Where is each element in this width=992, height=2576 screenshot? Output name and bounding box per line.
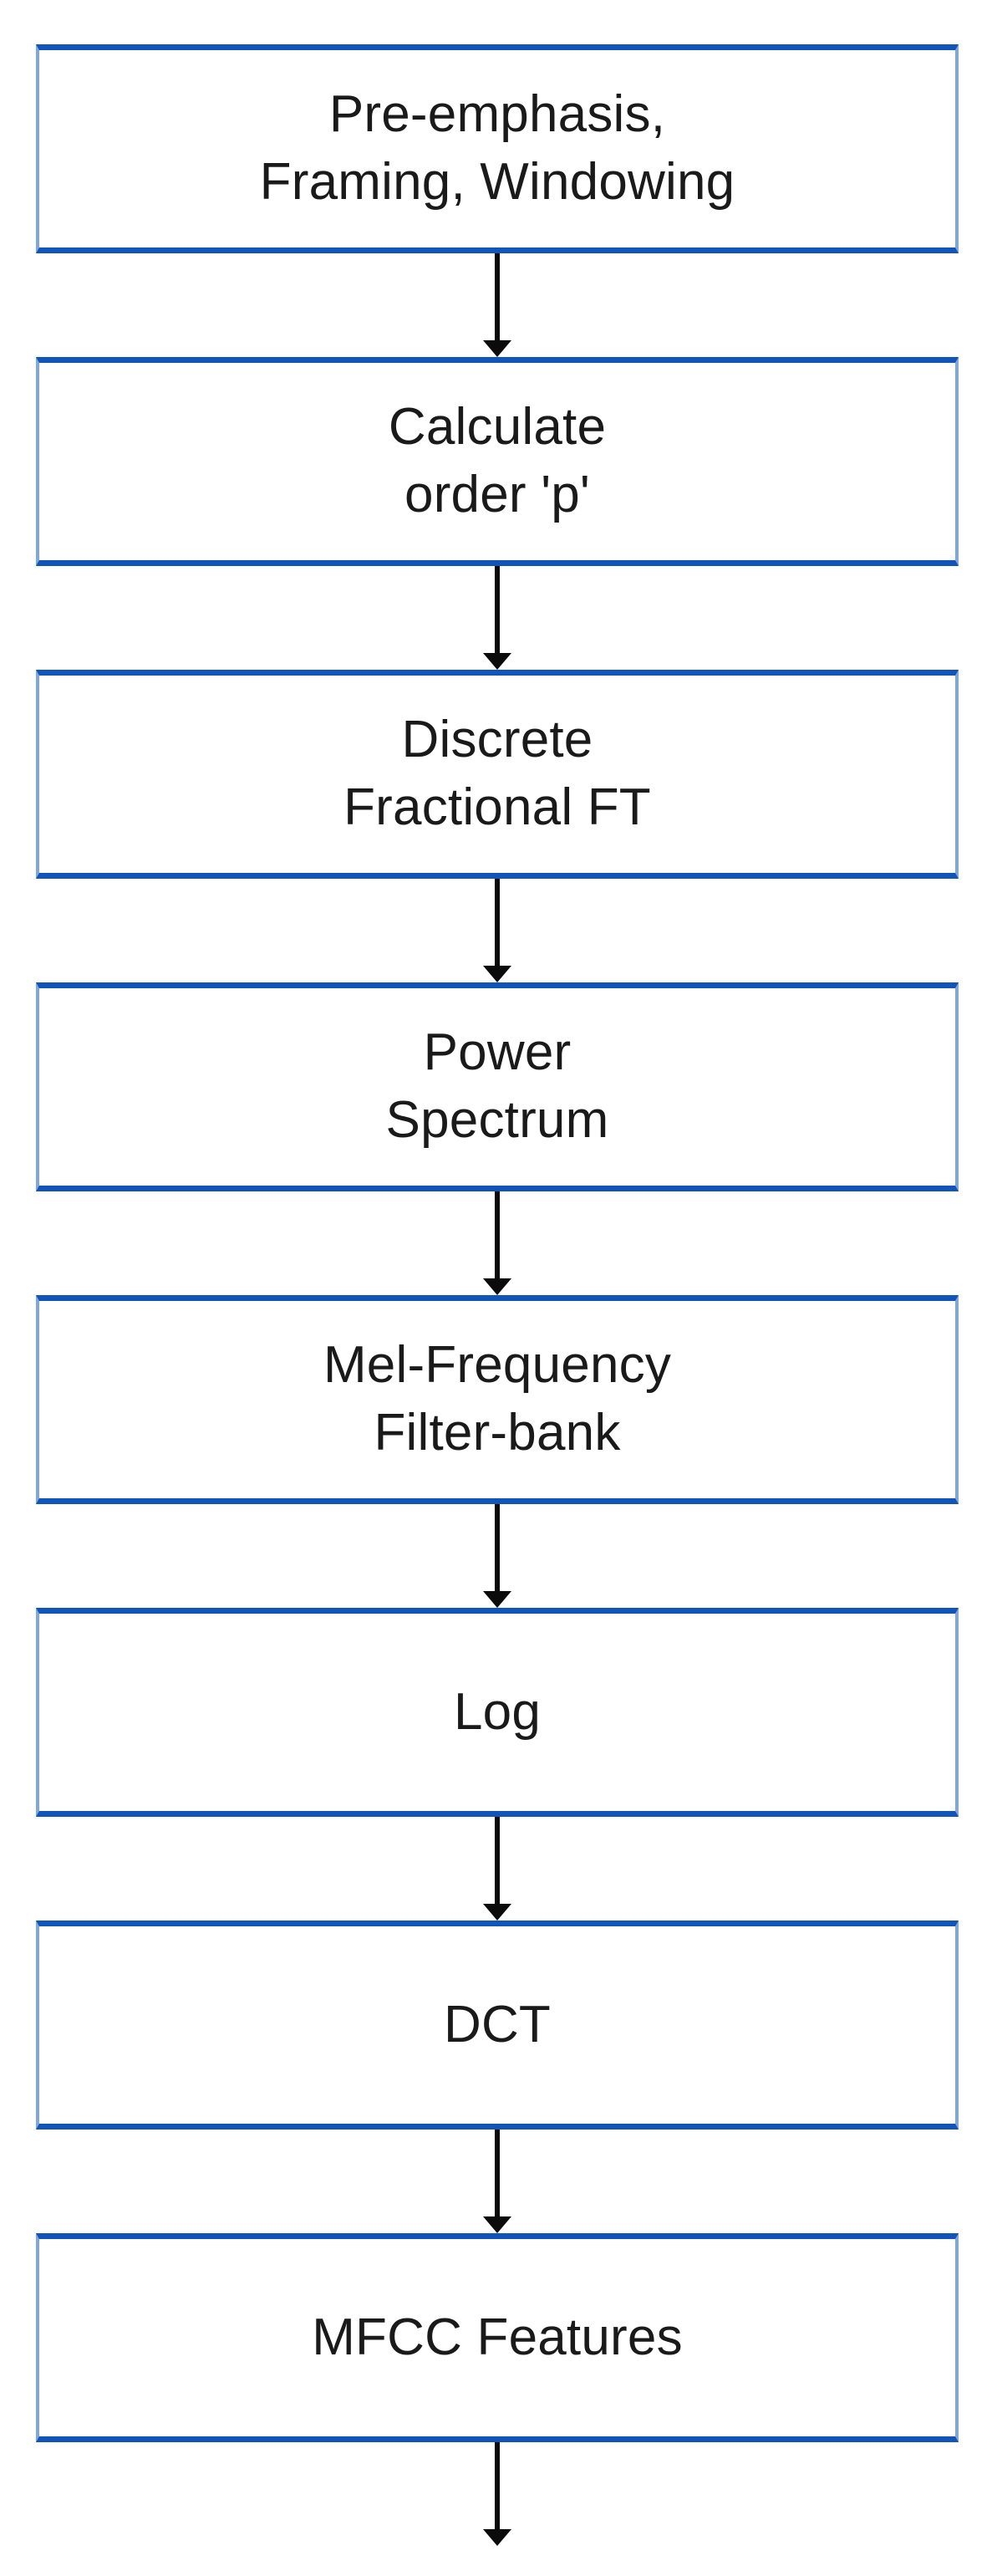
flow-node-label: DCT xyxy=(443,1995,552,2053)
flow-node-label: Discrete Fractional FT xyxy=(343,711,651,836)
arrowhead-down-icon xyxy=(483,653,511,670)
flow-node-label: Log xyxy=(453,1682,542,1741)
connector-line xyxy=(495,2442,500,2531)
flow-node-pre-emphasis-framing-windowing[interactable]: Pre-emphasis, Framing, Windowing xyxy=(36,44,959,253)
flow-node-dct[interactable]: DCT xyxy=(36,1921,959,2130)
connector-line xyxy=(495,1817,500,1905)
flow-node-label: Pre-emphasis, Framing, Windowing xyxy=(259,85,735,211)
arrowhead-down-icon xyxy=(483,966,511,982)
flow-node-label: Calculate order 'p' xyxy=(388,398,607,523)
connector-line xyxy=(495,1191,500,1280)
connector-line xyxy=(495,879,500,967)
flow-node-mfcc-features[interactable]: MFCC Features xyxy=(36,2233,959,2442)
connector-line xyxy=(495,253,500,342)
flow-node-power-spectrum[interactable]: Power Spectrum xyxy=(36,982,959,1191)
arrowhead-down-icon xyxy=(483,2216,511,2233)
connector-line xyxy=(495,566,500,655)
arrowhead-down-icon xyxy=(483,1278,511,1295)
arrowhead-down-icon xyxy=(483,340,511,357)
arrowhead-down-icon xyxy=(483,1904,511,1921)
flow-node-calculate-order-p[interactable]: Calculate order 'p' xyxy=(36,357,959,566)
flow-node-discrete-fractional-ft[interactable]: Discrete Fractional FT xyxy=(36,670,959,879)
flow-node-mel-frequency-filter-bank[interactable]: Mel-Frequency Filter-bank xyxy=(36,1295,959,1504)
flow-node-label: Power Spectrum xyxy=(385,1023,609,1149)
arrowhead-down-icon xyxy=(483,2529,511,2546)
flow-node-label: MFCC Features xyxy=(312,2308,683,2366)
connector-line xyxy=(495,1504,500,1593)
flow-node-log[interactable]: Log xyxy=(36,1608,959,1817)
flow-node-label: Mel-Frequency Filter-bank xyxy=(323,1336,672,1461)
arrowhead-down-icon xyxy=(483,1591,511,1608)
connector-line xyxy=(495,2130,500,2218)
